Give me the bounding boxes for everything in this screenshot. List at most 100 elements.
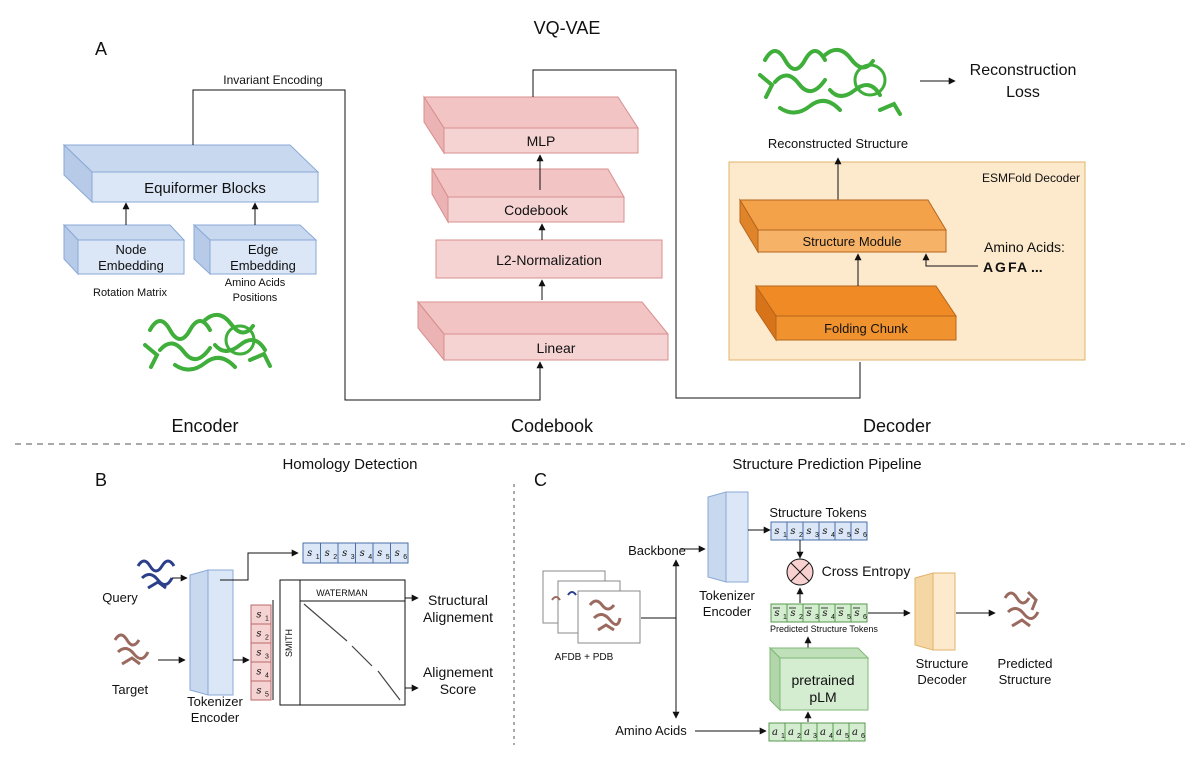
token-index: 5 [847,614,851,621]
esmfold-decoder-label: ESMFold Decoder [982,171,1080,185]
folding-chunk-label: Folding Chunk [824,321,908,336]
panel-b-label: B [95,470,107,490]
token-letter: s [838,608,843,619]
token-letter: a [788,727,794,738]
token-index: 6 [861,733,865,740]
cross-entropy-label: Cross Entropy [822,563,911,579]
pretrained-plm-block [768,646,870,712]
amino-positions-line1: Amino Acids [225,277,286,289]
structure-decoder-line2: Decoder [917,672,967,687]
mlp-block: MLP [423,95,639,155]
token-letter: s [838,526,843,537]
rotation-matrix-label: Rotation Matrix [93,287,167,299]
folding-chunk-block: Folding Chunk [755,284,957,342]
token-letter: a [772,727,778,738]
token-index: 2 [799,532,803,539]
token-index: 5 [386,554,390,561]
token-index: 1 [316,554,320,561]
tokenizer-encoder-c-line2: Encoder [703,604,752,619]
token-letter: s [256,648,261,659]
token-letter: s [790,526,795,537]
alignment-score-line2: Score [440,681,477,697]
token-letter: s [790,608,795,619]
linear-label: Linear [537,340,576,356]
invariant-encoding-label: Invariant Encoding [223,73,322,87]
node-embedding-line2: Embedding [98,258,164,273]
amino-letter: F [1008,259,1017,275]
token-letter: s [822,608,827,619]
amino-acids-c-label: Amino Acids [615,723,687,738]
query-protein-image [136,559,176,590]
token-letter: s [774,526,779,537]
codebook-to-decoder-path [532,69,861,399]
panel-b-title: Homology Detection [282,456,417,473]
token-index: 2 [797,733,801,740]
tokenizer-encoder-c-line1: Tokenizer [699,588,755,603]
amino-letter: A [983,259,993,275]
token-letter: s [256,686,261,697]
predicted-tokens-label: Predicted Structure Tokens [770,624,878,634]
token-letter: a [852,727,858,738]
token-index: 1 [783,614,787,621]
token-letter: s [256,610,261,621]
mlp-label: MLP [527,133,556,149]
amino-acids-letters: A G F A ... [983,259,1043,275]
structure-module-label: Structure Module [803,234,902,249]
token-index: 4 [831,614,835,621]
target-label: Target [112,682,149,697]
main-title: VQ-VAE [534,18,601,38]
reconstruction-loss-line1: Reconstruction [970,62,1077,79]
encoder-label: Encoder [171,416,238,436]
token-index: 2 [265,635,269,642]
token-letter: s [256,667,261,678]
equiformer-label: Equiformer Blocks [144,180,266,197]
invariant-encoding-path [192,89,544,401]
reconstructed-protein-image [758,47,902,116]
backbone-label: Backbone [628,543,686,558]
cross-entropy-icon [786,558,814,586]
token-index: 4 [265,673,269,680]
token-letter: s [822,526,827,537]
smith-waterman-matrix [279,579,406,706]
structural-alignment-line2: Alignement [423,609,493,625]
token-index: 4 [829,733,833,740]
l2-normalization-label: L2-Normalization [496,252,602,268]
token-index: 2 [333,554,337,561]
edge-embedding-line1: Edge [248,242,278,257]
codebook-section-label: Codebook [511,416,594,436]
l2-normalization-block: L2-Normalization [435,239,663,279]
token-index: 3 [815,614,819,621]
pretrained-plm-line1: pretrained [791,672,854,688]
token-index: 4 [368,554,372,561]
edge-embedding-block: Edge Embedding [192,223,318,276]
token-cell [250,680,272,701]
amino-positions-line2: Positions [233,292,278,304]
structure-tokens-label: Structure Tokens [769,505,867,520]
arrow-amino-to-structure [922,253,978,267]
token-index: 2 [799,614,803,621]
token-letter: s [806,526,811,537]
tokenizer-encoder-b-line1: Tokenizer [187,694,243,709]
token-letter: s [806,608,811,619]
structure-decoder-line1: Structure [916,656,969,671]
panel-c-label: C [534,470,547,490]
token-letter: s [395,548,400,559]
token-letter: a [820,727,826,738]
structure-module-block: Structure Module [739,198,947,254]
tokenizer-encoder-b-line2: Encoder [191,710,240,725]
token-index: 1 [265,616,269,623]
query-label: Query [102,590,138,605]
token-letter: s [854,526,859,537]
token-letter: s [360,548,365,559]
token-letter: s [256,629,261,640]
amino-acids-label: Amino Acids: [984,239,1065,255]
token-index: 5 [845,733,849,740]
token-cell [390,542,409,564]
waterman-label: WATERMAN [316,588,368,598]
token-index: 1 [783,532,787,539]
